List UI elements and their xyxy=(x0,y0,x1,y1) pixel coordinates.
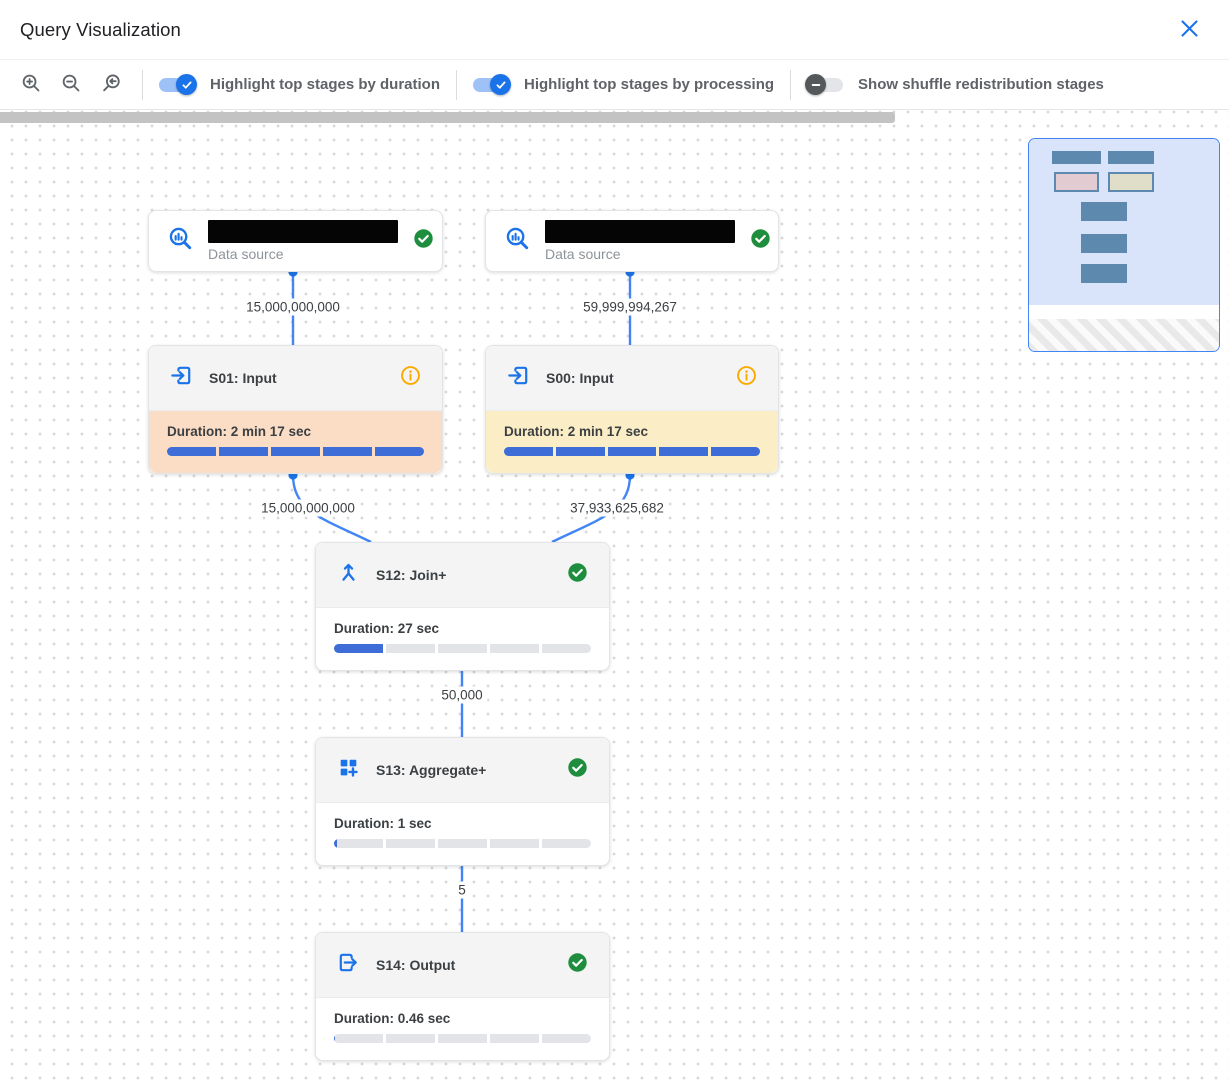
bigquery-search-icon xyxy=(167,225,194,257)
stage-duration-section: Duration: 1 sec xyxy=(316,803,609,865)
stage-duration-section: Duration: 0.46 sec xyxy=(316,998,609,1060)
horizontal-scrollbar[interactable] xyxy=(0,112,895,123)
data-source-node[interactable]: Data source xyxy=(148,210,443,272)
duration-label: Duration: 0.46 sec xyxy=(334,1011,451,1026)
redacted-table-name xyxy=(545,220,735,243)
toggle-group-processing: Highlight top stages by processing xyxy=(473,74,775,95)
toolbar: Highlight top stages by duration Highlig… xyxy=(0,60,1229,110)
highlight-duration-label: Highlight top stages by duration xyxy=(210,76,440,93)
highlight-processing-toggle[interactable] xyxy=(473,74,511,95)
input-icon xyxy=(169,363,194,393)
toggle-check-icon xyxy=(490,74,511,95)
show-shuffle-toggle[interactable] xyxy=(805,74,844,95)
edge-row-count: 50,000 xyxy=(436,686,488,704)
duration-label: Duration: 2 min 17 sec xyxy=(504,424,649,439)
zoom-in-button[interactable] xyxy=(16,70,46,100)
minimap-node xyxy=(1081,264,1127,283)
stage-duration-section: Duration: 27 sec xyxy=(316,608,609,670)
stage-node-s13-aggregate[interactable]: S13: Aggregate+ Duration: 1 sec xyxy=(315,737,610,866)
bigquery-search-icon xyxy=(504,225,531,257)
stage-node-s12-join[interactable]: S12: Join+ Duration: 27 sec xyxy=(315,542,610,671)
dialog-header: Query Visualization xyxy=(0,0,1229,60)
check-circle-icon xyxy=(749,227,772,255)
check-circle-icon xyxy=(412,227,435,255)
minimap-node xyxy=(1081,202,1127,221)
join-icon xyxy=(336,560,361,590)
toggle-check-icon xyxy=(176,74,197,95)
stage-node-s00-input[interactable]: S00: Input Duration: 2 min 17 sec xyxy=(485,345,779,474)
graph-canvas[interactable]: 15,000,000,000 59,999,994,267 15,000,000… xyxy=(0,110,1229,1090)
edge-row-count: 59,999,994,267 xyxy=(578,298,682,316)
output-icon xyxy=(336,950,361,980)
stage-title: S14: Output xyxy=(376,957,456,973)
edge-row-count: 37,933,625,682 xyxy=(565,499,669,517)
minimap-node-highlight-duration xyxy=(1054,172,1099,192)
toggle-minus-icon xyxy=(805,74,827,95)
check-circle-icon xyxy=(566,756,589,784)
edge-row-count: 15,000,000,000 xyxy=(241,298,345,316)
stage-duration-section: Duration: 2 min 17 sec xyxy=(486,411,778,473)
edge-row-count: 15,000,000,000 xyxy=(256,499,360,517)
toolbar-divider xyxy=(142,69,143,100)
zoom-reset-button[interactable] xyxy=(96,70,126,100)
info-icon[interactable] xyxy=(399,364,422,392)
close-button[interactable] xyxy=(1175,16,1203,44)
minimap-node xyxy=(1108,151,1154,164)
duration-label: Duration: 1 sec xyxy=(334,816,432,831)
toolbar-divider xyxy=(456,69,457,100)
stage-title: S13: Aggregate+ xyxy=(376,762,487,778)
stage-node-s14-output[interactable]: S14: Output Duration: 0.46 sec xyxy=(315,932,610,1061)
data-source-label: Data source xyxy=(208,246,284,262)
duration-label: Duration: 2 min 17 sec xyxy=(167,424,312,439)
zoom-out-button[interactable] xyxy=(56,70,86,100)
highlight-processing-label: Highlight top stages by processing xyxy=(524,76,775,93)
duration-progress-bar xyxy=(504,447,760,456)
aggregate-icon xyxy=(336,755,361,785)
info-icon[interactable] xyxy=(735,364,758,392)
minimap[interactable] xyxy=(1028,138,1220,352)
duration-label: Duration: 27 sec xyxy=(334,621,440,636)
show-shuffle-label: Show shuffle redistribution stages xyxy=(858,76,1104,93)
magnifier-plus-icon xyxy=(20,72,43,98)
check-circle-icon xyxy=(566,561,589,589)
stage-title: S01: Input xyxy=(209,370,277,386)
stage-title: S12: Join+ xyxy=(376,567,447,583)
stage-title: S00: Input xyxy=(546,370,614,386)
toggle-group-duration: Highlight top stages by duration xyxy=(159,74,440,95)
data-source-node[interactable]: Data source xyxy=(485,210,779,272)
duration-progress-bar xyxy=(334,839,591,848)
input-icon xyxy=(506,363,531,393)
duration-progress-bar xyxy=(167,447,424,456)
magnifier-minus-icon xyxy=(60,72,83,98)
edge-row-count: 5 xyxy=(453,881,471,899)
data-source-label: Data source xyxy=(545,246,621,262)
stage-node-s01-input[interactable]: S01: Input Duration: 2 min 17 sec xyxy=(148,345,443,474)
minimap-node-highlight-processing xyxy=(1108,172,1154,192)
redacted-table-name xyxy=(208,220,398,243)
stage-duration-section: Duration: 2 min 17 sec xyxy=(149,411,442,473)
highlight-duration-toggle[interactable] xyxy=(159,74,197,95)
toolbar-divider xyxy=(790,69,792,100)
toggle-group-shuffle: Show shuffle redistribution stages xyxy=(805,74,1104,95)
minimap-out-of-bounds-hatch xyxy=(1029,319,1219,351)
magnifier-reset-icon xyxy=(100,72,123,98)
minimap-node xyxy=(1081,234,1127,253)
duration-progress-bar xyxy=(334,644,591,653)
check-circle-icon xyxy=(566,951,589,979)
close-x-icon xyxy=(1180,19,1199,41)
minimap-node xyxy=(1052,151,1101,164)
zoom-controls xyxy=(16,70,126,100)
duration-progress-bar xyxy=(334,1034,591,1043)
page-title: Query Visualization xyxy=(20,18,181,40)
